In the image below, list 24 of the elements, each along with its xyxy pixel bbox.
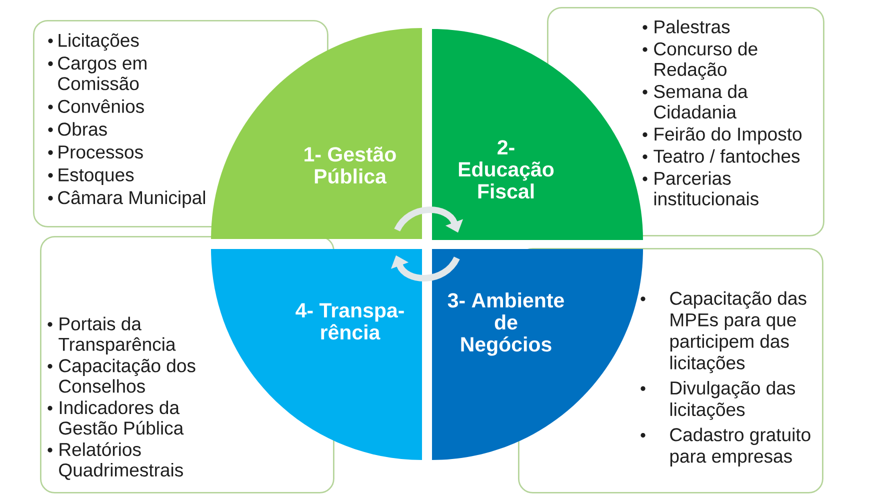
list-item: Teatro / fantoches [654,149,800,163]
list-item: Palestras [654,20,730,34]
list-item: Convênios [58,99,144,113]
list-item: Licitações [58,33,139,51]
list-item: Obras [58,122,107,136]
list-item: Semana da Cidadania [654,84,748,119]
quadrant: 1- Gestão Pública [211,28,422,239]
list-item: Relatórios Quadrimestrais [59,442,183,480]
quadrant: 2- Educação Fiscal [432,29,643,240]
list-item: Cadastro gratuito para empresas [670,428,810,466]
list-item: Portais da Transparência [58,316,176,355]
list-item: Parcerias institucionais [654,171,758,206]
list-item: Indicadores da Gestão Pública [59,400,184,435]
list-item: Processos [58,146,143,159]
list-item: Concurso de Redação [654,42,758,80]
list-item: Estoques [58,168,134,186]
list-item: Capacitação das MPEs para que participem das licitações [670,291,806,374]
list-item: Feirão do Imposto [654,127,802,144]
list-item: Cargos em Comissão [58,56,146,90]
list-item: Câmara Municipal [58,190,205,208]
list-item: Divulgação das licitações [670,381,795,420]
quadrant: 4- Transpa- rência [211,249,422,460]
quadrant: 3- Ambiente de Negócios [432,249,643,460]
list-item: Capacitação dos Conselhos [59,358,196,393]
